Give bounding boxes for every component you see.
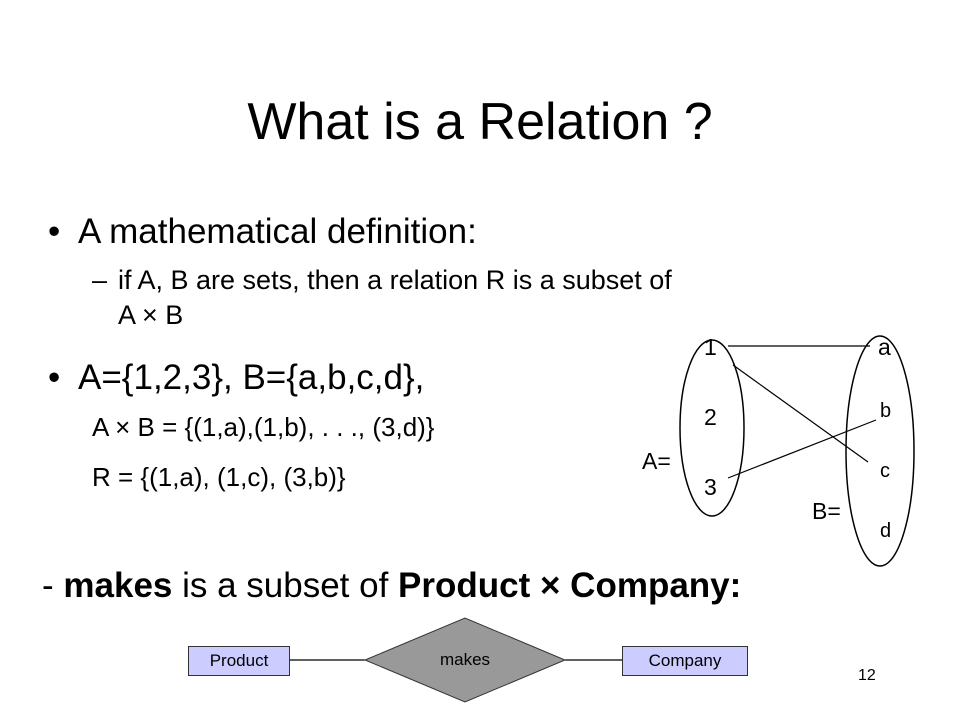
company-word: Company xyxy=(570,566,730,605)
relation-arrow-3-b xyxy=(727,419,877,479)
sub-bullet-marker: – xyxy=(92,265,108,295)
bullet-definition-text: A mathematical definition: xyxy=(78,212,477,251)
set-b-element-a: a xyxy=(878,334,891,360)
sub-bullet-subset-line1: if A, B are sets, then a relation R is a… xyxy=(118,265,672,295)
bullet-sets-text: A={1,2,3}, B={a,b,c,d}, xyxy=(78,358,425,397)
set-b-element-b: b xyxy=(880,400,892,422)
set-a-element-3: 3 xyxy=(704,474,717,500)
set-b-element-c: c xyxy=(880,460,890,482)
entity-company: Company xyxy=(622,646,748,676)
sub-bullet-subset-line2: A × B xyxy=(118,300,184,330)
relation-arrow-1-c xyxy=(732,364,869,463)
set-a-element-2: 2 xyxy=(704,404,717,430)
product-word: Product xyxy=(398,566,531,605)
set-a-label: A= xyxy=(642,448,671,474)
page-number: 12 xyxy=(858,667,876,684)
slide-title: What is a Relation ? xyxy=(247,93,713,151)
bullet-marker: • xyxy=(48,212,61,251)
bullet-marker: • xyxy=(48,358,61,397)
times-symbol: × xyxy=(530,566,571,605)
entity-product: Product xyxy=(188,646,290,676)
cartesian-product-line: A × B = {(1,a),(1,b), . . ., (3,d)} xyxy=(92,412,435,442)
relation-r-line: R = {(1,a), (1,c), (3,b)} xyxy=(92,462,346,492)
relationship-diamond xyxy=(363,617,567,703)
set-b-ellipse xyxy=(845,335,915,567)
set-a-element-1: 1 xyxy=(704,334,717,360)
bullet-sets: • A={1,2,3}, B={a,b,c,d}, xyxy=(48,358,424,398)
set-a-ellipse xyxy=(679,339,745,517)
relationship-makes-label: makes xyxy=(439,650,491,669)
set-b-label: B= xyxy=(812,498,841,524)
makes-subset-line: - makes is a subset of Product × Company… xyxy=(42,566,741,606)
makes-word: makes xyxy=(63,566,173,605)
makes-prefix: - xyxy=(42,566,64,605)
colon-symbol: : xyxy=(729,566,742,605)
makes-mid: is a subset of xyxy=(172,566,399,605)
set-b-element-d: d xyxy=(880,520,892,542)
bullet-definition: • A mathematical definition: xyxy=(48,212,477,252)
sub-bullet-subset: –if A, B are sets, then a relation R is … xyxy=(92,265,672,296)
